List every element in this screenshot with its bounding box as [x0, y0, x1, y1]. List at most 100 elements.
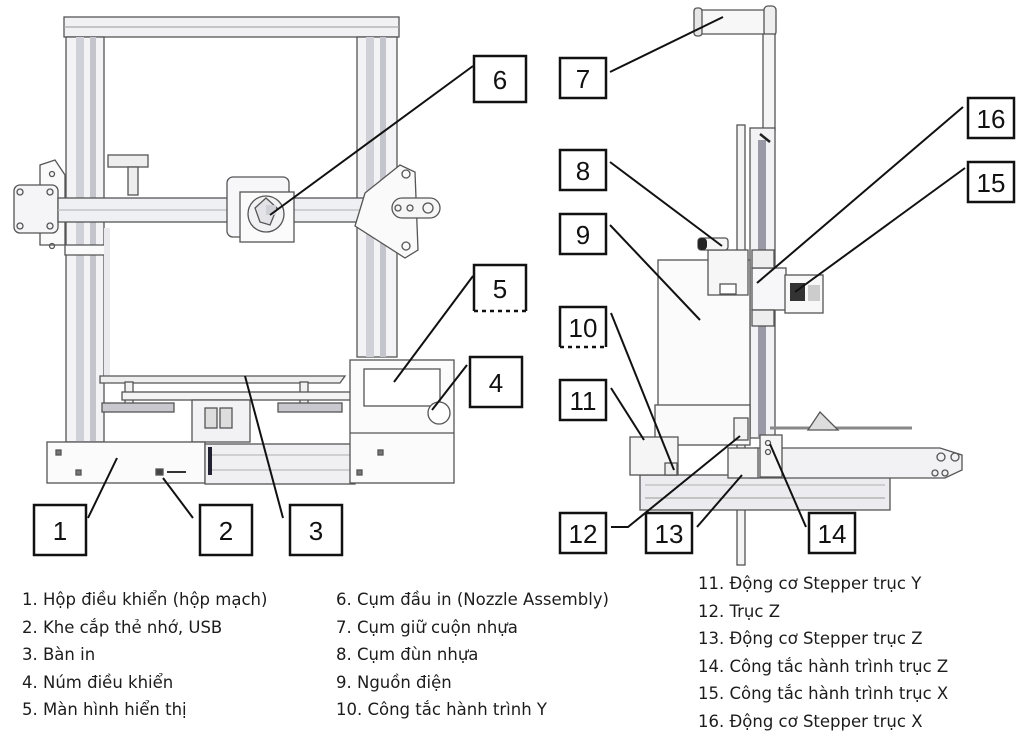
callout-4: 4: [468, 355, 524, 409]
callout-box: [288, 503, 344, 557]
legend-item-14: 14. Công tắc hành trình trục Z: [698, 656, 949, 676]
z-limit-switch-block: [759, 434, 783, 478]
legend-column-3: 11. Động cơ Stepper trục Y 12. Trục Z 13…: [698, 570, 948, 735]
callout-9: 9: [558, 212, 608, 256]
leader-15: [794, 167, 966, 293]
callout-1: 1: [32, 503, 88, 557]
front-view: [13, 16, 455, 485]
callout-11: 11: [558, 378, 608, 422]
callout-number: 11: [570, 386, 597, 416]
leader-12: [611, 435, 741, 528]
x-stepper-front: [13, 184, 59, 234]
frame-left-upright: [65, 36, 105, 443]
callout-number: 7: [576, 64, 590, 94]
legend-item-2: 2. Khe cắp thẻ nhớ, USB: [22, 617, 223, 637]
control-knob: [427, 401, 451, 425]
callout-box: [558, 378, 608, 422]
callout-box: [966, 96, 1016, 140]
x-carriage-side: [751, 267, 787, 311]
legend-item-12: 12. Trục Z: [698, 601, 781, 621]
callout-number: 9: [576, 220, 590, 250]
legend-column-1: 1. Hộp điều khiển (hộp mạch) 2. Khe cắp …: [22, 586, 267, 724]
callout-number: 4: [489, 368, 503, 398]
legend-item-4: 4. Núm điều khiển: [22, 672, 174, 692]
legend-item-13: 13. Động cơ Stepper trục Z: [698, 629, 923, 648]
print-bed-plate: [99, 375, 347, 384]
callout-16: 16: [966, 96, 1016, 140]
legend-item-5: 5. Màn hình hiển thị: [22, 700, 187, 719]
legend-item-3: 3. Bàn in: [22, 645, 96, 664]
callout-box: [32, 503, 88, 557]
legend-item-7: 7. Cụm giữ cuộn nhựa: [336, 617, 518, 637]
callout-box: [468, 355, 524, 409]
callout-number: 3: [309, 516, 323, 546]
callout-number: 12: [569, 519, 598, 549]
leader-10: [610, 312, 675, 471]
callout-15: 15: [966, 160, 1016, 204]
callout-box: [807, 511, 857, 555]
callout-box: [560, 307, 606, 347]
legend-item-11: 11. Động cơ Stepper trục Y: [698, 574, 922, 593]
legend-column-2: 6. Cụm đầu in (Nozzle Assembly) 7. Cụm g…: [336, 586, 609, 724]
callout-number: 1: [53, 516, 67, 546]
callout-6: 6: [472, 54, 528, 104]
callout-14: 14: [807, 511, 857, 555]
leader-13: [696, 474, 743, 528]
callout-2: 2: [198, 503, 254, 557]
callout-number: 15: [977, 168, 1006, 198]
x-idler-bracket: [354, 164, 419, 259]
leader-3: [244, 375, 284, 519]
callout-5: 5: [472, 263, 528, 313]
legend-item-16: 16. Động cơ Stepper trục X: [698, 711, 923, 731]
leader-6: [269, 65, 474, 216]
callout-13: 13: [644, 511, 694, 555]
callout-number: 6: [493, 65, 507, 95]
callout-12: 12: [558, 511, 608, 555]
callout-box: [472, 54, 528, 104]
callout-number: 2: [219, 516, 233, 546]
callout-number: 16: [977, 104, 1006, 134]
callout-8: 8: [558, 148, 608, 192]
callout-box: [558, 212, 608, 256]
callout-box: [558, 511, 608, 555]
leader-16: [756, 106, 964, 284]
callout-box: [558, 56, 608, 100]
leader-14: [769, 443, 807, 528]
callout-box: [558, 148, 608, 192]
spool-holder-arm: [697, 9, 773, 35]
y-bottom-rail: [204, 443, 356, 485]
callout-number: 13: [655, 519, 684, 549]
callout-7: 7: [558, 56, 608, 100]
callout-10: 10: [558, 305, 608, 349]
leader-5: [393, 275, 474, 383]
control-box: [46, 441, 206, 484]
side-view: [629, 5, 963, 566]
leader-8: [609, 161, 723, 247]
callout-number: 14: [818, 519, 847, 549]
callout-box: [198, 503, 254, 557]
y-rail-side: [639, 474, 891, 511]
callout-box: [474, 265, 526, 311]
callout-number: 8: [576, 156, 590, 186]
spool-holder-post: [762, 33, 776, 131]
callout-box: [966, 160, 1016, 204]
legend-item-15: 15. Công tắc hành trình trục X: [698, 684, 949, 703]
legend-item-9: 9. Nguồn điện: [336, 672, 452, 692]
callout-box: [644, 511, 694, 555]
legend-item-6: 6. Cụm đầu in (Nozzle Assembly): [336, 590, 609, 609]
legend-item-8: 8. Cụm đùn nhựa: [336, 645, 479, 664]
bed-leveling-wheel-right: [277, 402, 343, 413]
sd-card-slot: [155, 468, 164, 476]
legend-item-10: 10. Công tắc hành trình Y: [336, 700, 547, 719]
z-stepper-side: [727, 447, 759, 479]
leader-1: [87, 457, 118, 519]
display-screen: [363, 368, 441, 407]
leader-lines: [87, 16, 966, 528]
leader-4: [431, 364, 468, 411]
callout-number: 5: [493, 274, 507, 304]
legend-item-1: 1. Hộp điều khiển (hộp mạch): [22, 590, 268, 609]
leader-9: [609, 224, 701, 321]
callout-3: 3: [288, 503, 344, 557]
